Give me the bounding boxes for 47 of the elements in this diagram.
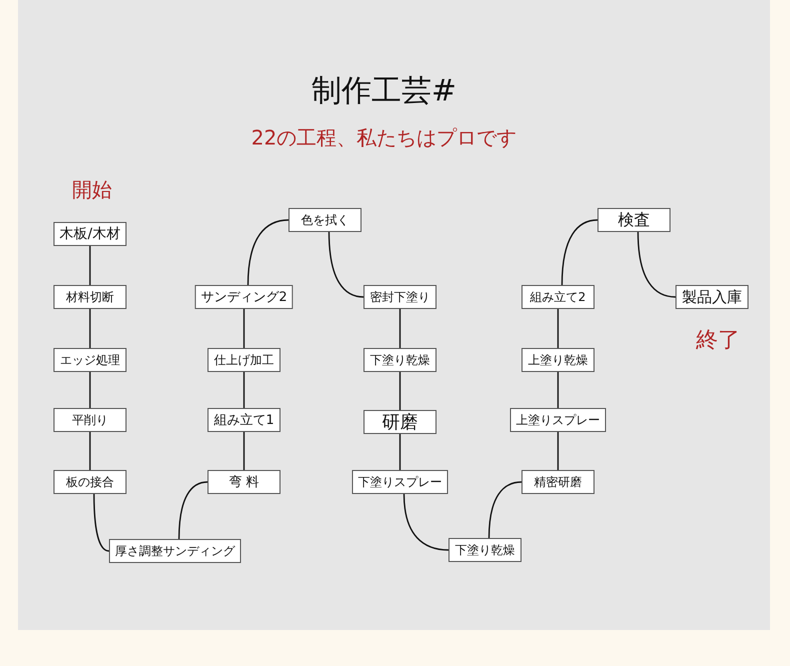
subtitle: 22の工程、私たちはプロです <box>251 124 517 152</box>
connector-line <box>89 246 91 285</box>
process-box: 色を拭く <box>288 208 362 232</box>
process-box: 厚さ調整サンディング <box>109 539 241 563</box>
process-box: サンディング2 <box>194 285 294 309</box>
process-box: 平削り <box>54 408 126 432</box>
process-box: 仕上げ加工 <box>208 348 280 372</box>
connector-line <box>561 219 598 286</box>
connector-line <box>89 309 91 348</box>
diagram-title: 制作工芸# <box>311 72 457 110</box>
connector-line <box>403 494 449 551</box>
process-box: 材料切断 <box>54 285 126 309</box>
connector-line <box>243 432 245 470</box>
connector-line <box>399 309 401 348</box>
process-box: 下塗り乾燥 <box>448 538 522 562</box>
connector-line <box>89 432 91 470</box>
process-box: エッジ処理 <box>54 348 126 372</box>
connector-line <box>89 372 91 408</box>
connector-line <box>243 372 245 408</box>
connector-line <box>178 481 208 540</box>
process-box: 研磨 <box>364 410 436 434</box>
connector-line <box>637 232 676 298</box>
process-box: 弯 料 <box>208 470 280 494</box>
process-box: 下塗りスプレー <box>352 470 448 494</box>
process-box: 組み立て2 <box>522 285 594 309</box>
connector-line <box>557 309 559 348</box>
connector-line <box>247 219 289 286</box>
process-box: 製品入庫 <box>676 285 748 309</box>
process-box: 板の接合 <box>54 470 126 494</box>
connector-line <box>557 432 559 470</box>
flow-end-label: 開始 <box>72 176 112 204</box>
process-box: 精密研磨 <box>522 470 594 494</box>
connector-line <box>399 434 401 470</box>
connector-line <box>557 372 559 408</box>
process-box: 密封下塗り <box>364 285 436 309</box>
process-box: 下塗り乾燥 <box>364 348 436 372</box>
connector-line <box>488 481 522 538</box>
connector-line <box>93 494 110 552</box>
process-box: 木板/木材 <box>54 222 126 246</box>
flow-end-label: 終了 <box>696 327 740 355</box>
connector-line <box>399 372 401 410</box>
process-box: 組み立て1 <box>208 408 280 432</box>
process-box: 上塗り乾燥 <box>522 348 594 372</box>
process-box: 検査 <box>598 208 670 232</box>
connector-line <box>243 309 245 348</box>
process-box: 上塗りスプレー <box>510 408 606 432</box>
connector-line <box>328 232 364 298</box>
